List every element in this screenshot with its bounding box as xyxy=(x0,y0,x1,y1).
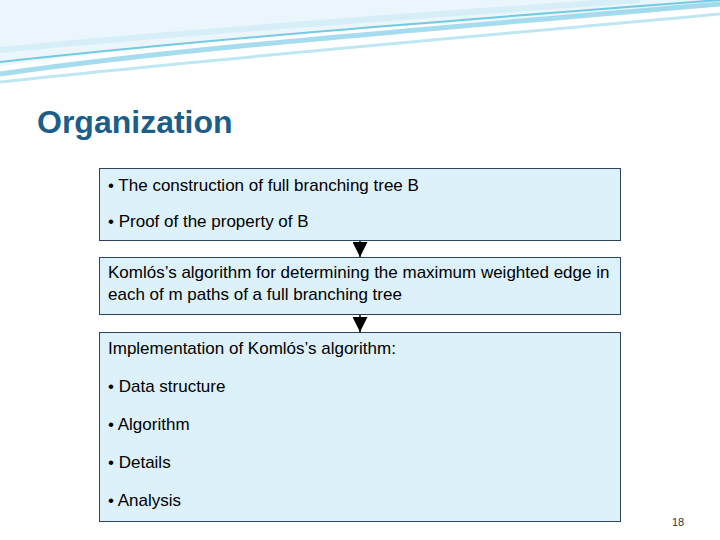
process-box: Komlós’s algorithm for determining the m… xyxy=(99,257,621,315)
bullet-text: • Algorithm xyxy=(108,414,612,436)
page-number: 18 xyxy=(672,516,684,528)
process-box: • The construction of full branching tre… xyxy=(99,168,621,241)
bullet-text: • Proof of the property of B xyxy=(108,211,612,233)
box-text: Komlós’s algorithm for determining the m… xyxy=(108,262,612,306)
box-text: Implementation of Komlós’s algorithm: xyxy=(108,338,612,360)
header-wave xyxy=(0,0,720,62)
bullet-text: • Details xyxy=(108,452,612,474)
header-wave xyxy=(0,14,720,82)
bullet-text: • Analysis xyxy=(108,490,612,512)
process-box: Implementation of Komlós’s algorithm: • D… xyxy=(99,332,621,522)
flow-arrow xyxy=(359,315,361,332)
box-text: • The construction of full branching tre… xyxy=(108,175,612,197)
bullet-text: • Data structure xyxy=(108,376,612,398)
flow-arrow xyxy=(359,241,361,257)
header-wave xyxy=(0,0,640,50)
slide-title: Organization xyxy=(37,104,233,141)
